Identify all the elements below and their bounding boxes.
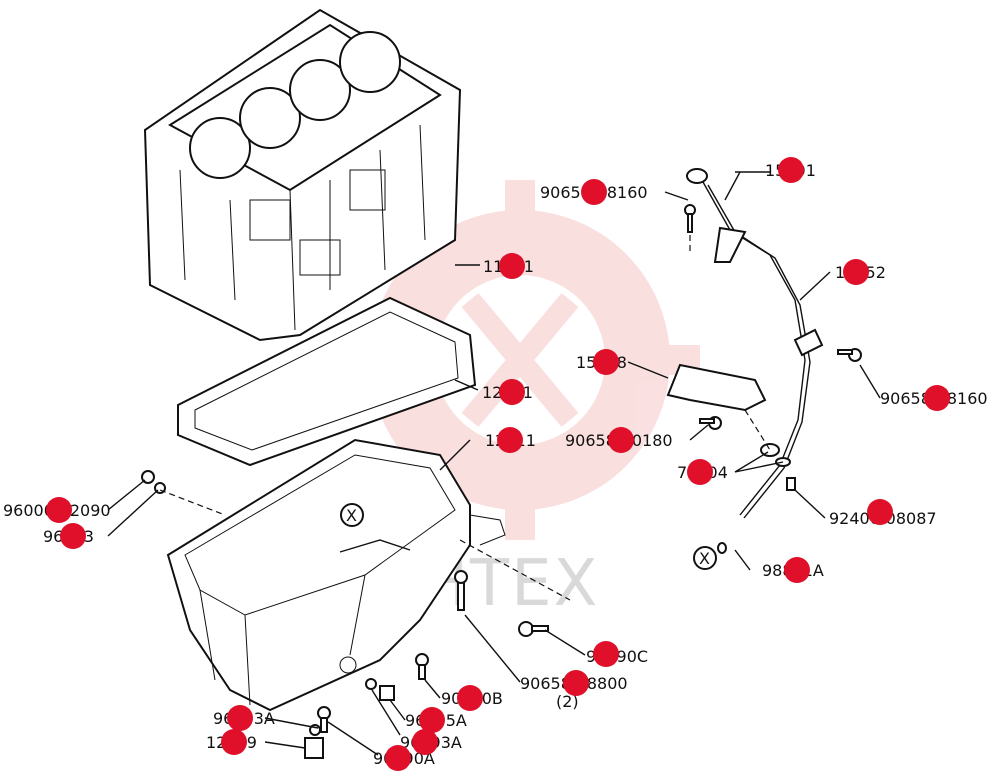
- highlight-dot: [784, 557, 810, 583]
- highlight-dot: [593, 641, 619, 667]
- engine-block: [143, 8, 462, 342]
- highlight-markers: [46, 157, 950, 771]
- highlight-dot: [457, 685, 483, 711]
- pan-fasteners: [141, 470, 549, 759]
- dipstick-assembly: [666, 168, 862, 554]
- highlight-dot: [497, 427, 523, 453]
- highlight-dot: [385, 745, 411, 771]
- oil-pan: [166, 438, 506, 712]
- guide-line: [159, 489, 226, 516]
- svg-text:X: X: [346, 506, 357, 525]
- highlight-dot: [499, 253, 525, 279]
- svg-text:X: X: [699, 549, 710, 568]
- highlight-dot: [867, 499, 893, 525]
- guide-line: [459, 539, 571, 601]
- highlight-dot: [563, 670, 589, 696]
- callout-x-pan: X: [339, 503, 411, 553]
- highlight-dot: [687, 459, 713, 485]
- leader-lines: [107, 171, 881, 756]
- highlight-dot: [60, 523, 86, 549]
- highlight-dot: [924, 385, 950, 411]
- oil-pan-gasket: [177, 296, 477, 467]
- highlight-dot: [608, 427, 634, 453]
- label-bolt-long-qty: (2): [556, 692, 579, 711]
- highlight-dot: [593, 349, 619, 375]
- highlight-dot: [221, 729, 247, 755]
- highlight-dot: [227, 705, 253, 731]
- highlight-dot: [843, 259, 869, 285]
- highlight-dot: [412, 729, 438, 755]
- callout-x-dipstick: X: [693, 546, 717, 570]
- highlight-dot: [419, 707, 445, 733]
- highlight-dot: [499, 379, 525, 405]
- highlight-dot: [778, 157, 804, 183]
- highlight-dot: [46, 497, 72, 523]
- highlight-dot: [581, 179, 607, 205]
- guide-line: [744, 409, 771, 451]
